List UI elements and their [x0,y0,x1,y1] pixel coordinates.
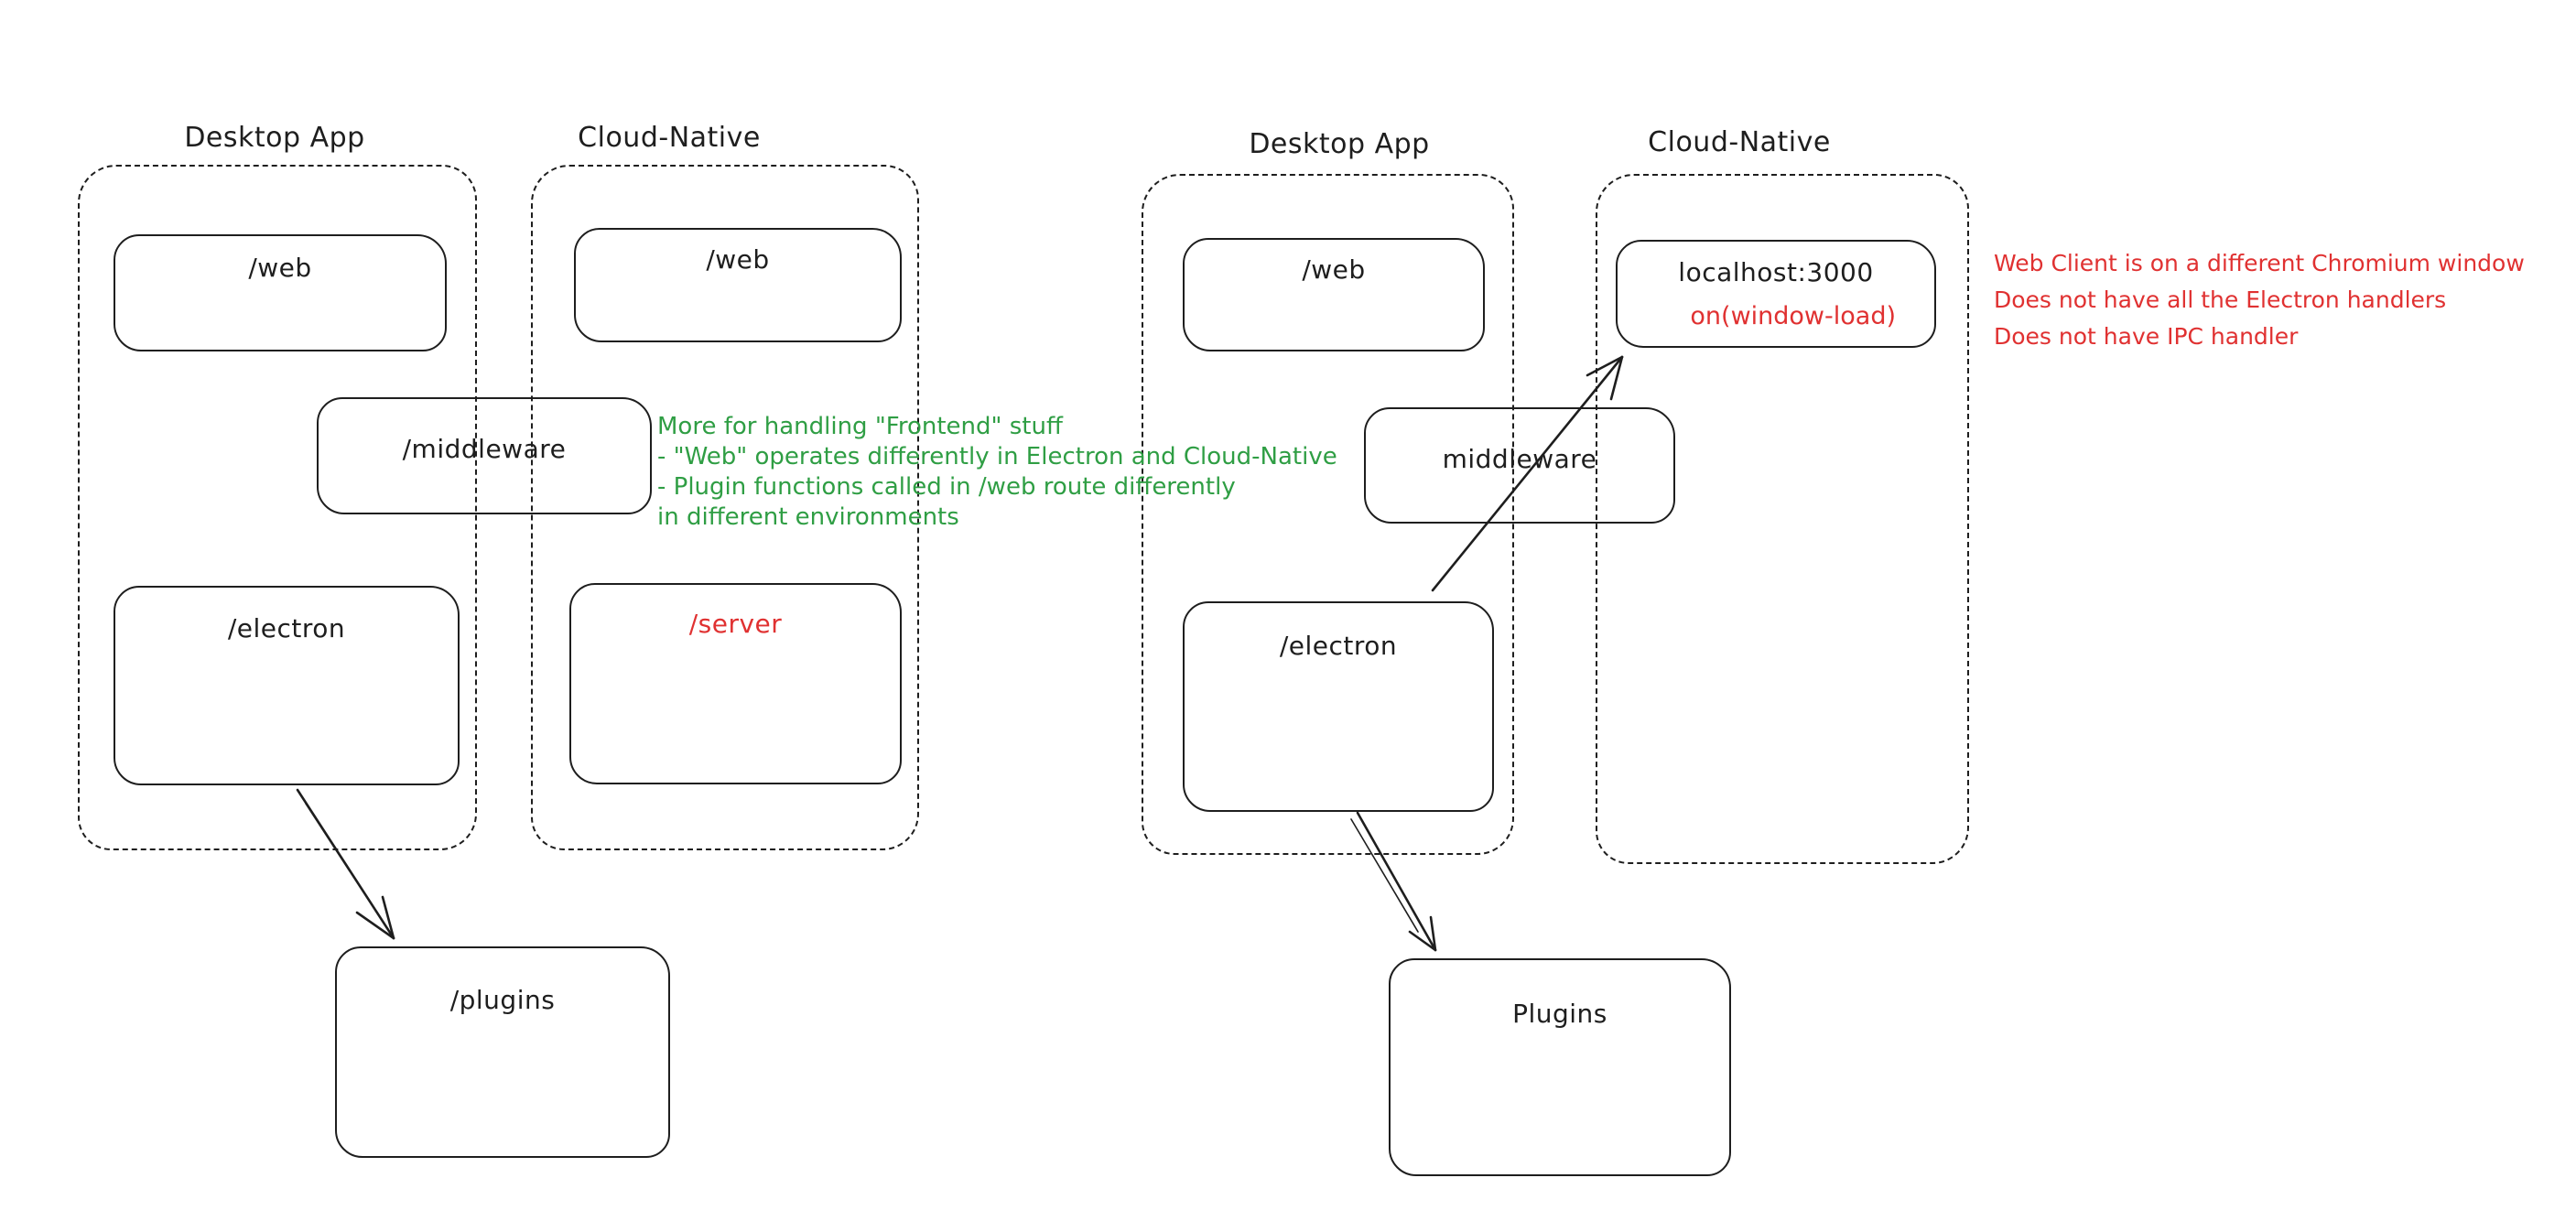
group-title-right-cloud-native: Cloud-Native [1648,126,1831,158]
box-right-middleware: middleware [1364,407,1675,524]
box-label-web: /web [706,244,770,275]
box-label-electron: /electron [1279,631,1398,661]
box-label-plugins: /plugins [449,985,556,1015]
container-left-desktop-app [78,165,477,850]
note-line: More for handling "Frontend" stuff [657,413,1063,440]
box-right-localhost: localhost:3000 on(window-load) [1616,240,1936,348]
group-title-left-desktop-app: Desktop App [184,122,365,154]
box-left-middleware: /middleware [317,397,652,514]
box-label-localhost: localhost:3000 [1678,257,1874,287]
group-title-left-cloud-native: Cloud-Native [578,122,761,154]
box-label-electron: /electron [227,613,346,643]
note-line: Does not have all the Electron handlers [1994,286,2447,313]
box-right-electron: /electron [1183,601,1494,812]
box-left-web-desktop: /web [114,234,447,351]
box-label-web: /web [1302,254,1366,285]
box-label-web: /web [248,253,312,283]
group-title-right-desktop-app: Desktop App [1249,128,1430,160]
note-red-web-client: Web Client is on a different Chromium wi… [1994,245,2525,355]
note-line: - Plugin functions called in /web route … [657,473,1236,501]
box-label-middleware: middleware [1442,444,1597,474]
box-label-plugins: Plugins [1512,999,1607,1029]
box-right-web: /web [1183,238,1485,351]
box-left-server: /server [569,583,902,784]
container-left-cloud-native [531,165,919,850]
note-green-middleware: More for handling "Frontend" stuff - "We… [657,412,1337,533]
box-right-plugins: Plugins [1389,958,1731,1176]
box-left-web-cloud: /web [574,228,902,342]
note-line: Does not have IPC handler [1994,323,2299,350]
box-label-server: /server [688,609,783,639]
box-left-electron: /electron [114,586,460,785]
note-line: Web Client is on a different Chromium wi… [1994,250,2525,276]
box-left-plugins: /plugins [335,946,670,1158]
box-sublabel-on-window-load: on(window-load) [1690,302,1896,330]
box-label-middleware: /middleware [402,434,567,464]
note-line: in different environments [657,503,959,531]
note-line: - "Web" operates differently in Electron… [657,443,1337,470]
